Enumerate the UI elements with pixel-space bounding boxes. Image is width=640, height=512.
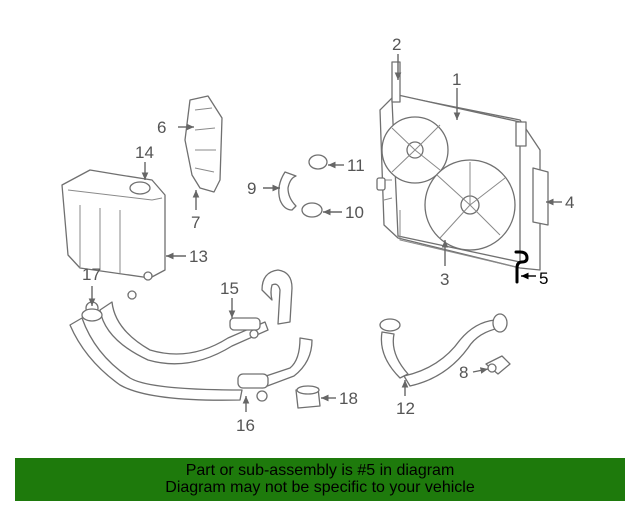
part-5-hose[interactable] [514, 250, 529, 284]
callout-labels: 1 2 3 4 5 6 7 8 9 10 11 12 13 14 15 16 1… [82, 35, 574, 435]
part-12-hose [379, 313, 508, 387]
callout-3[interactable]: 3 [440, 270, 449, 289]
callout-5[interactable]: 5 [539, 269, 548, 288]
callout-1[interactable]: 1 [452, 70, 461, 89]
part-6-air-deflector [184, 95, 223, 193]
part-17-clamp [81, 308, 103, 322]
callout-9[interactable]: 9 [247, 179, 256, 198]
radiator-assembly [376, 61, 549, 271]
banner-line-2: Diagram may not be specific to your vehi… [165, 479, 475, 496]
callout-14[interactable]: 14 [135, 143, 154, 162]
callout-11[interactable]: 11 [347, 156, 365, 175]
part-16-hose [237, 337, 313, 402]
part-9-hose [278, 171, 297, 211]
banner-line-1: Part or sub-assembly is #5 in diagram [185, 462, 455, 479]
callout-10[interactable]: 10 [345, 203, 364, 222]
leader-lines [88, 54, 562, 412]
callout-15[interactable]: 15 [220, 279, 239, 298]
part-8-fitting [485, 355, 511, 375]
part-10-clamp [301, 202, 323, 218]
callout-4[interactable]: 4 [565, 193, 574, 212]
callout-7[interactable]: 7 [191, 213, 200, 232]
coolant-reservoir [61, 169, 166, 281]
callout-17[interactable]: 17 [82, 265, 101, 284]
part-18-fitting [295, 385, 321, 409]
part-11-clamp [308, 154, 328, 170]
parts-diagram: 1 2 3 4 5 6 7 8 9 10 11 12 13 14 15 16 1… [61, 35, 574, 435]
callout-8[interactable]: 8 [459, 363, 468, 382]
callout-6[interactable]: 6 [157, 118, 166, 137]
notice-banner: Part or sub-assembly is #5 in diagram Di… [15, 458, 625, 501]
callout-13[interactable]: 13 [189, 247, 208, 266]
callout-2[interactable]: 2 [392, 35, 401, 54]
callout-12[interactable]: 12 [396, 399, 415, 418]
callout-18[interactable]: 18 [339, 389, 358, 408]
callout-16[interactable]: 16 [236, 416, 255, 435]
